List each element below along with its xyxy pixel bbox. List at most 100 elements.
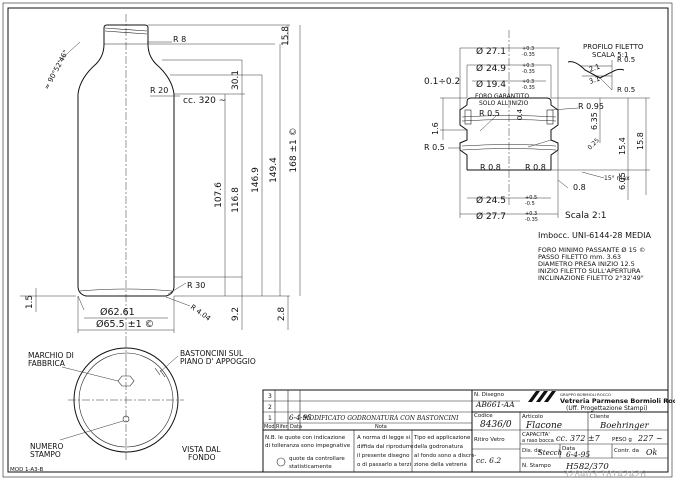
tol-upper: +0.5	[525, 195, 537, 201]
label-0-8: 0.8	[573, 183, 586, 192]
tol-lower: -0.35	[525, 217, 538, 223]
dim-30-1: 30.1	[231, 70, 241, 90]
capacita-label-2: a raso bocca	[522, 438, 554, 444]
dim-168: 168 ±1 ©	[289, 127, 299, 172]
n-disegno: AB661-AA	[475, 400, 515, 409]
articolo-label: Articolo	[522, 414, 544, 420]
label-15deg: 15° max	[604, 175, 630, 182]
norma-2: diffida dal riprodurre	[357, 444, 414, 450]
stampo: H582/370	[565, 462, 609, 472]
thread-profile-detail	[567, 60, 625, 91]
norma-4: o di passarlo a terzi	[357, 462, 412, 468]
norma-1: A norma di legge si	[357, 435, 411, 441]
dim-9-2: 9.2	[231, 307, 241, 321]
tol-upper: +0.3	[522, 63, 534, 69]
row-3: 3	[268, 393, 272, 400]
note-line: PASSO FILETTO mm. 3.63	[538, 253, 621, 261]
rev1-date: 6-4-95	[289, 414, 312, 422]
nb-note-2: di tolleranza sono impegnative	[265, 443, 351, 449]
profile-scale: SCALA 5:1	[592, 51, 628, 59]
n-disegno-label: N. Disegno	[474, 392, 505, 398]
dim-116-8: 116.8	[231, 187, 241, 213]
label-r8: R 8	[173, 35, 186, 44]
tol-lower: -0.35	[522, 69, 535, 75]
cliente-label: Cliente	[590, 414, 610, 420]
label-vista: VISTA DAL	[182, 445, 221, 454]
label-d-body: Ø65.5 ±1 ©	[96, 319, 154, 330]
label-15-8: 15.8	[636, 132, 645, 150]
bottle-side-view	[20, 14, 301, 340]
dim-d19-4: Ø 19.4	[476, 79, 506, 90]
note-line: INIZIO FILETTO SULL'APERTURA	[538, 267, 641, 275]
label-bastoncini-2: PIANO D' APPOGGIO	[180, 357, 256, 366]
label-marchio: MARCHIO DI	[28, 351, 74, 360]
tipo-4: zione della vetreria	[414, 462, 467, 468]
mold-number-mark	[122, 415, 130, 423]
dim-107-6: 107.6	[214, 182, 224, 208]
profile-3-1: 3.1	[588, 75, 601, 86]
symbol-note: quote da controllare	[289, 456, 345, 462]
title-block	[262, 389, 669, 473]
row-1: 1	[268, 415, 272, 422]
bottom-view	[59, 340, 184, 460]
label-r08-b: R 0.8	[525, 163, 546, 172]
ritiro: cc. 6.2	[476, 456, 501, 465]
dim-d27-7: Ø 27.7	[476, 211, 506, 222]
label-r20: R 20	[150, 86, 168, 95]
dis-label: Dis. da	[522, 448, 541, 454]
head-mod: Mod.	[264, 424, 277, 430]
company-sub: (Uff. Progettazione Stampi)	[566, 405, 647, 412]
label-r08-a: R 0.8	[480, 163, 501, 172]
nb-note: N.B. le quote con indicazione	[265, 435, 346, 441]
label-1-6: 1.6	[431, 122, 440, 135]
note-imbocc: Imbocc. UNI-6144-28 MEDIA	[538, 231, 652, 240]
profile-2-1: 2.1	[588, 63, 601, 74]
codice-label: Codice	[474, 413, 493, 419]
norma-3: il presente disegno	[357, 453, 410, 459]
label-numero: NUMERO	[30, 442, 64, 451]
label-r05-left: R 0.5	[424, 143, 445, 152]
notes-block: FORO MINIMO PASSANTE Ø 15 © PASSO FILETT…	[538, 246, 645, 282]
label-d-base: Ø62.61	[100, 307, 135, 318]
label-scala-2-1: Scala 2:1	[565, 211, 607, 221]
dim-gap: 0.1÷0.2	[424, 77, 460, 87]
capacita: cc. 372 ±7	[556, 434, 601, 443]
data-label: Data	[562, 446, 575, 452]
profile-r05a: R 0.5	[617, 56, 635, 64]
dim-15-8: 15.8	[281, 26, 291, 46]
tol-lower: -0.5	[525, 201, 535, 207]
label-6-05: 6.05	[618, 172, 627, 190]
mod-label: MOD 1-A3-B	[10, 467, 43, 473]
dim-d27-1: Ø 27.1	[476, 46, 506, 57]
tol-upper: +0.3	[522, 79, 534, 85]
note-line: FORO MINIMO PASSANTE Ø 15 ©	[538, 246, 645, 254]
contr-signature: Ok	[646, 448, 658, 457]
label-vista-2: FONDO	[188, 453, 216, 462]
label-r30: R 30	[187, 281, 205, 290]
tol-lower: -0.35	[522, 52, 535, 58]
ritiro-label: Ritiro Vetro	[474, 437, 505, 443]
label-foro2: SOLO ALL'INIZIO	[479, 100, 529, 107]
tol-upper: +0.3	[522, 46, 534, 52]
label-6-35: 6.35	[590, 112, 599, 130]
label-0-25: 0.25	[586, 137, 601, 152]
dim-d24-5: Ø 24.5	[476, 195, 506, 206]
dim-d24-9: Ø 24.9	[476, 63, 506, 74]
capacita-label: CAPACITA'	[522, 432, 550, 438]
dim-146-9: 146.9	[251, 167, 261, 193]
label-marchio-2: FABBRICA	[28, 359, 66, 368]
tol-upper: +0.3	[525, 211, 537, 217]
dim-2-8: 2.8	[277, 307, 287, 322]
company-logo	[528, 391, 556, 402]
head-nota: Nota	[375, 424, 387, 430]
tipo-3: al fondo sono a discre-	[414, 453, 476, 459]
peso: 227 ~	[637, 434, 663, 443]
dis-signature: Stecch	[538, 449, 562, 457]
label-0-4: 0.4	[516, 108, 524, 120]
label-r05-top: R 0.5	[479, 109, 500, 118]
control-symbol-icon	[276, 457, 286, 467]
dim-149-4: 149.4	[269, 157, 279, 183]
cliente: Boehringer	[599, 421, 650, 431]
label-numero-2: STAMPO	[30, 450, 61, 459]
